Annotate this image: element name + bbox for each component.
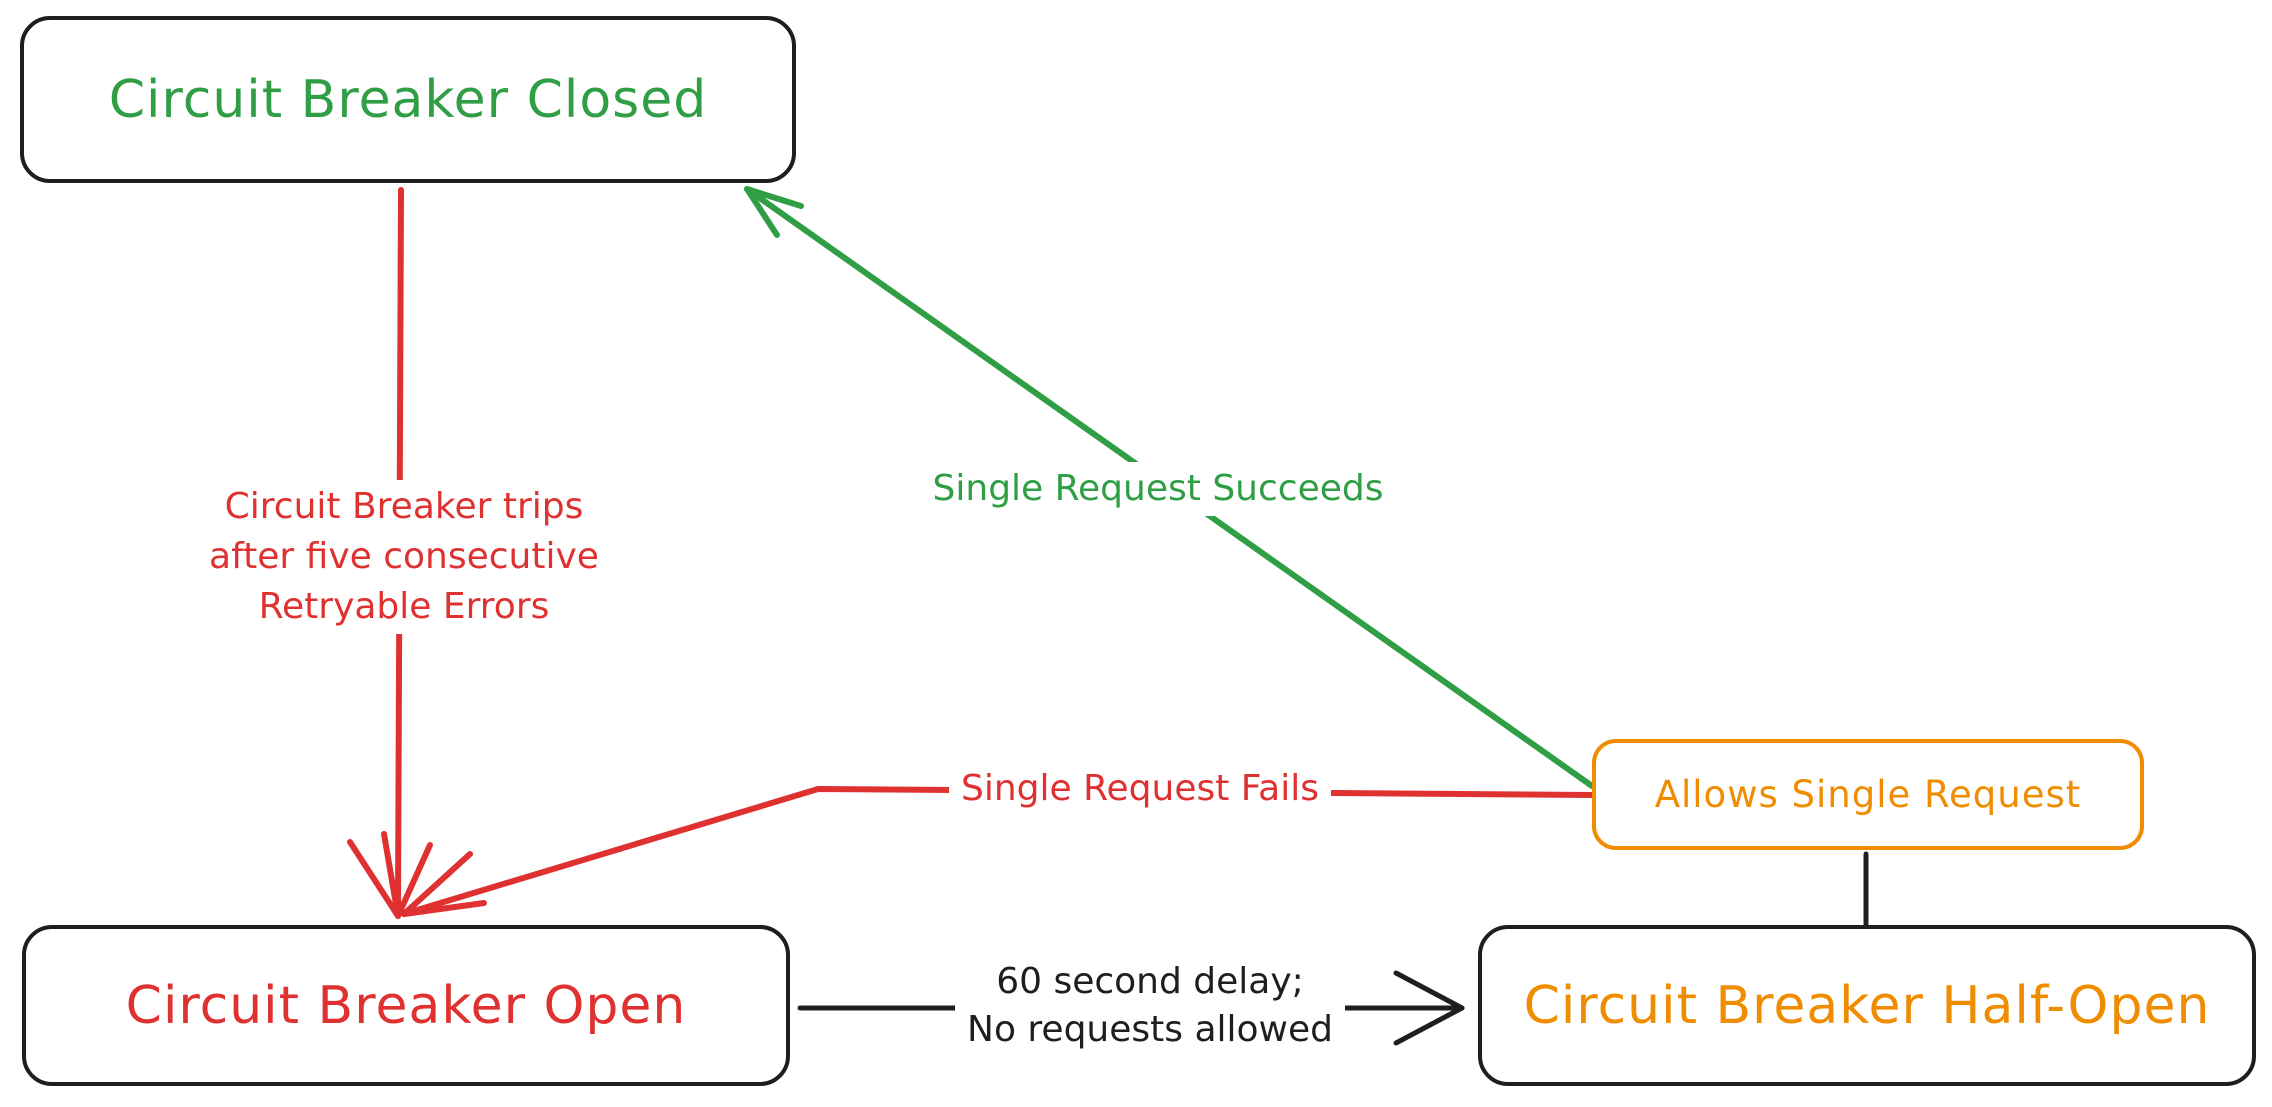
fails-arrow [401,786,1595,917]
node-allows-single-request: Allows Single Request [1592,739,2144,850]
node-circuit-breaker-half-open-label: Circuit Breaker Half-Open [1523,975,2211,1036]
node-circuit-breaker-closed-label: Circuit Breaker Closed [108,69,708,130]
node-circuit-breaker-open-label: Circuit Breaker Open [125,975,687,1036]
node-circuit-breaker-half-open: Circuit Breaker Half-Open [1478,925,2256,1086]
node-allows-single-request-label: Allows Single Request [1654,773,2082,816]
node-circuit-breaker-open: Circuit Breaker Open [22,925,790,1086]
node-circuit-breaker-closed: Circuit Breaker Closed [20,16,796,183]
trips-edge-label: Circuit Breaker trips after five consecu… [197,480,611,634]
delay-edge-label: 60 second delay; No requests allowed [955,956,1345,1056]
fails-edge-label: Single Request Fails [948,762,1332,816]
succeeds-edge-label: Single Request Succeeds [920,462,1396,516]
